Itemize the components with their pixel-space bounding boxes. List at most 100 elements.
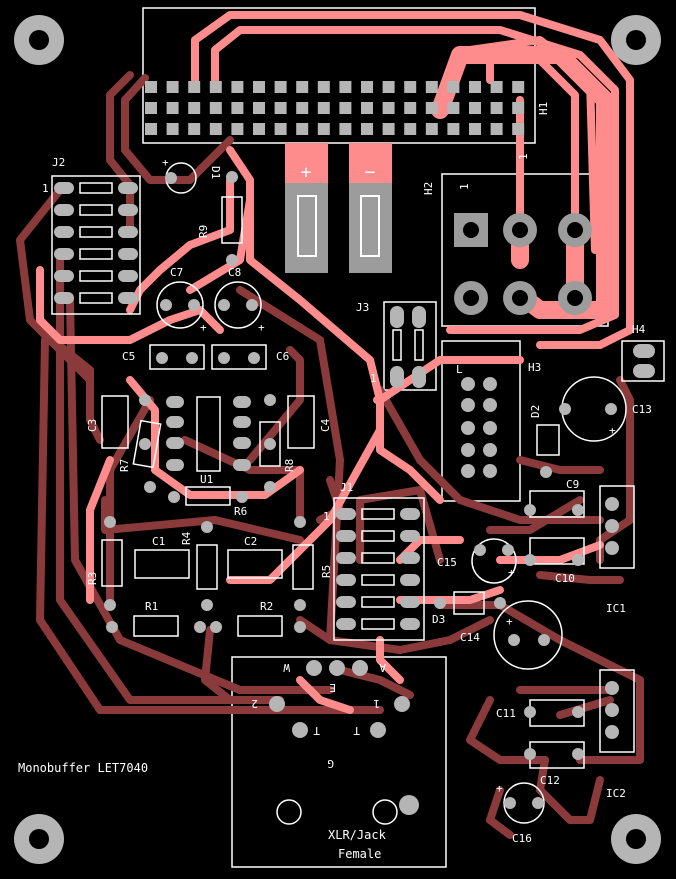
label-h2: H2 xyxy=(422,182,435,195)
pad xyxy=(139,394,151,406)
pad xyxy=(166,102,179,114)
pad xyxy=(382,102,395,114)
pad-outline xyxy=(79,248,113,260)
h4-header xyxy=(621,340,665,382)
pad xyxy=(425,123,438,135)
label-xlr-t1: T xyxy=(313,724,320,737)
pad-outline xyxy=(361,530,395,542)
pad xyxy=(218,352,230,364)
pad xyxy=(209,81,222,93)
pad xyxy=(144,481,156,493)
label-xlr-w: W xyxy=(283,661,290,674)
pad xyxy=(425,102,438,114)
silkscreen-labels: H1 1 H2 1 J2 1 D1 + R9 C7 C8 + + C5 C6 J… xyxy=(18,102,652,861)
pad xyxy=(524,706,536,718)
board-title: Monobuffer LET7040 xyxy=(18,761,148,775)
pad xyxy=(54,248,74,260)
pad xyxy=(339,123,352,135)
pad xyxy=(294,621,306,633)
label-j2-pin1: 1 xyxy=(42,182,49,195)
pad xyxy=(168,491,180,503)
h2-jack-pads xyxy=(454,213,592,315)
label-c14-plus: + xyxy=(506,615,513,628)
u1-chip xyxy=(166,396,251,472)
pad xyxy=(524,504,536,516)
pad xyxy=(54,204,74,216)
pad xyxy=(425,81,438,93)
label-c9: C9 xyxy=(566,478,579,491)
pad xyxy=(404,102,417,114)
pad xyxy=(447,123,460,135)
label-h1: H1 xyxy=(537,102,550,115)
pad xyxy=(469,123,481,135)
label-j2: J2 xyxy=(52,156,65,169)
label-j1: J1 xyxy=(340,481,353,494)
pad xyxy=(572,706,584,718)
pad-outline xyxy=(79,292,113,304)
label-xlr-t2: T xyxy=(353,724,360,737)
pad xyxy=(404,123,417,135)
pad xyxy=(188,299,200,311)
label-c13-plus: + xyxy=(609,424,616,437)
label-j1-pin1: 1 xyxy=(323,510,330,523)
component-pads xyxy=(104,171,617,809)
pad xyxy=(139,438,151,450)
pad xyxy=(317,123,330,135)
pad xyxy=(504,797,516,809)
pad xyxy=(118,204,138,216)
pad xyxy=(118,292,138,304)
pad xyxy=(201,599,213,611)
pad-outline xyxy=(79,204,113,216)
pad xyxy=(194,621,206,633)
connector-label-1: XLR/Jack xyxy=(328,828,387,842)
ic1-regulator xyxy=(599,485,635,569)
pad xyxy=(540,466,552,478)
pad xyxy=(336,618,356,630)
label-c16: C16 xyxy=(512,832,532,845)
pad xyxy=(524,748,536,760)
label-c7-plus: + xyxy=(200,321,207,334)
pad xyxy=(400,596,420,608)
pad-outline xyxy=(79,270,113,282)
pad xyxy=(166,123,179,135)
pad xyxy=(201,521,213,533)
minus-marking: − xyxy=(365,162,376,183)
label-c7: C7 xyxy=(170,266,183,279)
pad xyxy=(236,491,248,503)
label-ic1: IC1 xyxy=(606,602,626,615)
label-c15: C15 xyxy=(437,556,457,569)
label-h2-pin1: 1 xyxy=(458,183,471,190)
pad xyxy=(274,102,287,114)
label-d1-plus: + xyxy=(162,156,169,169)
pad xyxy=(317,102,330,114)
label-h1-pin1: 1 xyxy=(517,153,530,160)
label-r3: R3 xyxy=(86,572,99,585)
label-c10: C10 xyxy=(555,572,575,585)
pad xyxy=(524,554,536,566)
label-c16-plus: + xyxy=(496,782,503,795)
vias xyxy=(373,396,381,444)
pad xyxy=(264,438,276,450)
label-xlr-2: 2 xyxy=(251,697,258,710)
pad xyxy=(336,530,356,542)
label-r8: R8 xyxy=(283,459,296,472)
j3-header xyxy=(390,306,426,388)
label-c8-plus: + xyxy=(258,321,265,334)
plus-marking: + xyxy=(301,162,312,183)
label-d3: D3 xyxy=(432,613,445,626)
pad xyxy=(605,403,617,415)
pad xyxy=(253,81,265,93)
pad xyxy=(118,270,138,282)
pad xyxy=(274,123,287,135)
pad xyxy=(253,102,265,114)
pad xyxy=(231,81,244,93)
mounting-holes xyxy=(14,15,661,864)
pad xyxy=(294,599,306,611)
label-r5: R5 xyxy=(320,565,333,578)
pad xyxy=(248,352,260,364)
h1-header-pads xyxy=(145,81,525,135)
pad xyxy=(572,554,584,566)
j1-connector xyxy=(333,497,425,641)
label-r1: R1 xyxy=(145,600,158,613)
pad xyxy=(336,552,356,564)
